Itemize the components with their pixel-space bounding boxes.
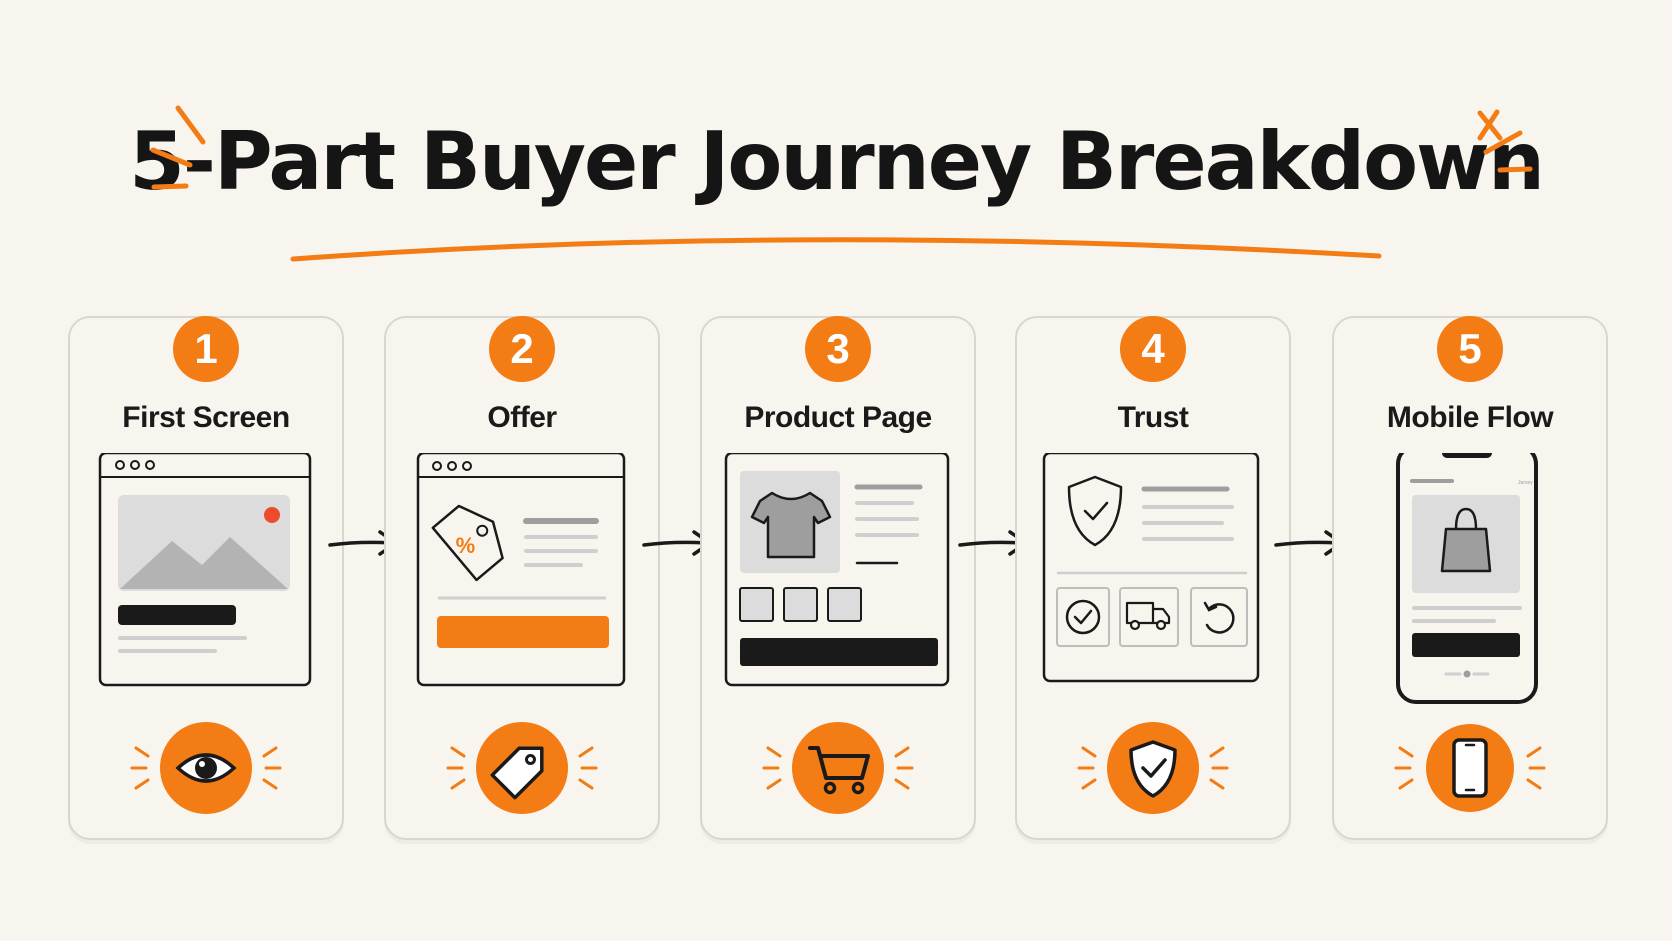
trust-panel-illustration [1042,453,1260,683]
mobile-header-text: Jersey [1518,480,1533,486]
tshirt-icon [750,491,832,559]
step-label: Offer [487,401,557,434]
step-number-badge: 5 [1437,316,1503,382]
product-page-illustration [724,453,950,687]
offer-window-illustration: % [416,453,626,687]
shopping-bag-icon [1440,507,1492,573]
step-card-offer: 2 Offer % [384,316,660,840]
percent-tag-icon: % [431,504,504,582]
shopping-cart-icon [762,722,914,814]
step-card-mobile-flow: 5 Mobile Flow Jersey [1332,316,1608,840]
step-label: First Screen [122,401,290,434]
title-underline [290,237,1382,262]
step-card-trust: 4 Trust [1015,316,1291,840]
step-number-badge: 3 [805,316,871,382]
check-circle-icon [1065,599,1101,635]
shield-check-icon [1077,722,1229,814]
delivery-truck-icon [1125,601,1171,631]
browser-window-illustration [98,453,312,687]
smartphone-illustration: Jersey [1396,453,1538,704]
step-card-product-page: 3 Product Page [700,316,976,840]
tag-icon [446,722,598,814]
step-label: Mobile Flow [1386,401,1554,434]
left-spark-line [151,183,189,190]
title-decoration [150,105,1533,262]
step-number-badge: 4 [1120,316,1186,382]
left-spark-line [175,105,206,145]
svg-text:%: % [456,533,476,558]
image-placeholder-icon [118,495,290,591]
step-label: Product Page [744,401,932,434]
right-spark-line [1497,166,1533,173]
page-title: 5-Part Buyer Journey Breakdown [129,115,1545,208]
right-spark-line [1483,130,1523,155]
return-arrow-icon [1203,601,1235,634]
step-number-badge: 2 [489,316,555,382]
right-spark-line [1477,109,1500,141]
shield-check-icon [1067,475,1123,547]
eye-icon [130,722,282,814]
smartphone-icon [1394,724,1546,812]
step-number-badge: 1 [173,316,239,382]
step-label: Trust [1117,401,1189,434]
step-card-first-screen: 1 First Screen [68,316,344,840]
left-spark-line [150,147,193,168]
